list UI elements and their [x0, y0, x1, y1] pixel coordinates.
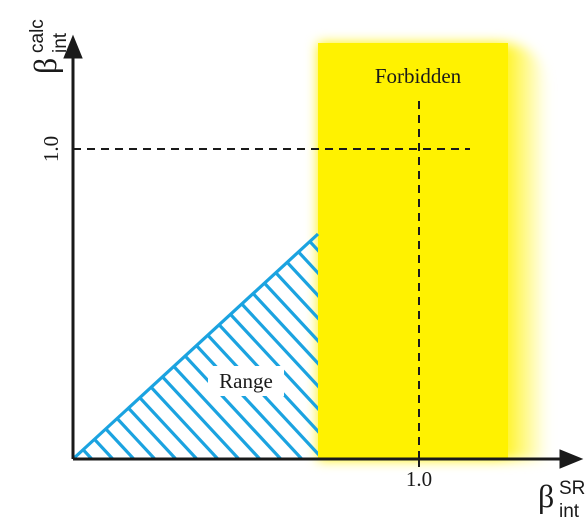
- hatch-line: [73, 234, 188, 459]
- hatch-line: [73, 234, 104, 459]
- hatch-line: [73, 234, 230, 459]
- y-axis-superscript: calc: [27, 19, 48, 53]
- x-axis-superscript: SR: [559, 478, 585, 499]
- x-tick-label: 1.0: [406, 467, 432, 491]
- x-axis-subscript: int: [559, 501, 580, 519]
- y-axis-arrow-icon: [63, 34, 83, 59]
- hatch-line: [73, 234, 83, 459]
- x-axis-label: β SR int: [538, 478, 585, 519]
- range-label: Range: [219, 369, 273, 393]
- hatch-line: [73, 234, 314, 459]
- hatch-line: [73, 234, 293, 459]
- range-label-background: [208, 366, 284, 396]
- y-axis-subscript: int: [50, 32, 71, 53]
- y-tick-label: 1.0: [39, 136, 63, 162]
- hatch-line: [73, 234, 272, 459]
- hatch-line: [73, 234, 209, 459]
- hatch-line: [73, 234, 167, 459]
- y-axis-label: β calc int: [27, 19, 71, 74]
- axes: [63, 34, 584, 469]
- x-axis-symbol: β: [538, 478, 554, 514]
- forbidden-label: Forbidden: [375, 64, 462, 88]
- x-axis-arrow-icon: [559, 449, 584, 469]
- y-axis-symbol: β: [27, 58, 63, 74]
- forbidden-region: [318, 43, 548, 460]
- hatch-line: [0, 190, 60, 470]
- hatch-line: [92, 234, 318, 459]
- hatch-line: [73, 234, 318, 459]
